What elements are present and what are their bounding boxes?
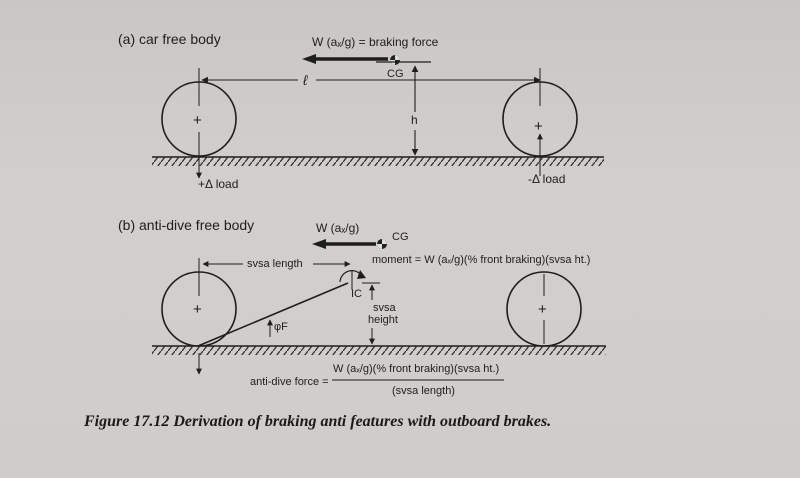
- figure-caption: Figure 17.12 Derivation of braking anti …: [83, 413, 551, 430]
- braking-force-arrowhead: [302, 54, 316, 64]
- height-label: h: [411, 113, 418, 127]
- rear-wheel-a: +: [502, 68, 578, 176]
- front-wheel-center-a: +: [193, 112, 202, 129]
- formula-denominator: (svsa length): [392, 385, 455, 397]
- front-wheel-b: +: [161, 258, 237, 375]
- panel-b: (b) anti-dive free body W (aₓ/g) CG svsa…: [118, 217, 606, 397]
- svsa-label: svsa: [373, 302, 397, 314]
- braking-force-label: W (aₓ/g) = braking force: [312, 35, 439, 49]
- force-label-b: W (aₓ/g): [316, 221, 359, 235]
- panel-a-title: (a) car free body: [118, 31, 221, 47]
- front-load-label: +Δ load: [198, 177, 238, 191]
- ground-hatch-a: [152, 157, 604, 166]
- rear-load-label: -Δ load: [528, 172, 565, 186]
- svsa-length-label: svsa length: [247, 258, 303, 270]
- formula-numerator: W (aₓ/g)(% front braking)(svsa ht.): [333, 363, 499, 375]
- wheelbase-label: ℓ: [302, 72, 308, 88]
- svsa-line: [197, 282, 349, 347]
- angle-label: φF: [274, 321, 288, 333]
- svsa-height-label: height: [368, 314, 398, 326]
- rear-wheel-center-b: +: [538, 301, 547, 318]
- anti-dive-label: anti-dive force =: [250, 376, 329, 388]
- front-wheel-a: +: [161, 68, 237, 179]
- front-wheel-center-b: +: [193, 301, 202, 318]
- ic-label: IC: [351, 288, 362, 300]
- panel-b-title: (b) anti-dive free body: [118, 217, 254, 233]
- panel-a: (a) car free body W (aₓ/g) = braking for…: [118, 31, 604, 191]
- cg-label-a: CG: [387, 68, 404, 80]
- rear-wheel-center-a: +: [534, 118, 543, 135]
- rear-wheel-b: +: [506, 271, 582, 347]
- moment-label: moment = W (aₓ/g)(% front braking)(svsa …: [372, 254, 590, 266]
- cg-label-b: CG: [392, 231, 409, 243]
- force-arrowhead-b: [312, 239, 326, 249]
- ground-hatch-b: [152, 346, 606, 355]
